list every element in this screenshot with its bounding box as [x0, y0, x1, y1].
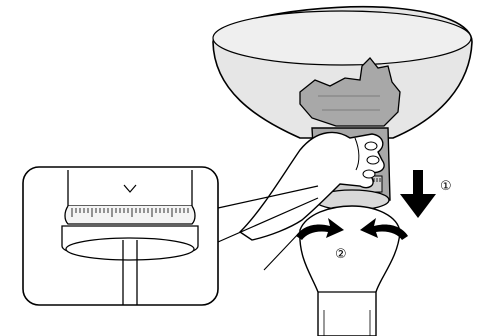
pointer-line — [264, 232, 300, 270]
step-2-label: ② — [335, 247, 347, 262]
arrow-down-icon — [400, 170, 436, 218]
detail-inset — [23, 167, 218, 305]
step-1-label: ① — [440, 179, 452, 194]
